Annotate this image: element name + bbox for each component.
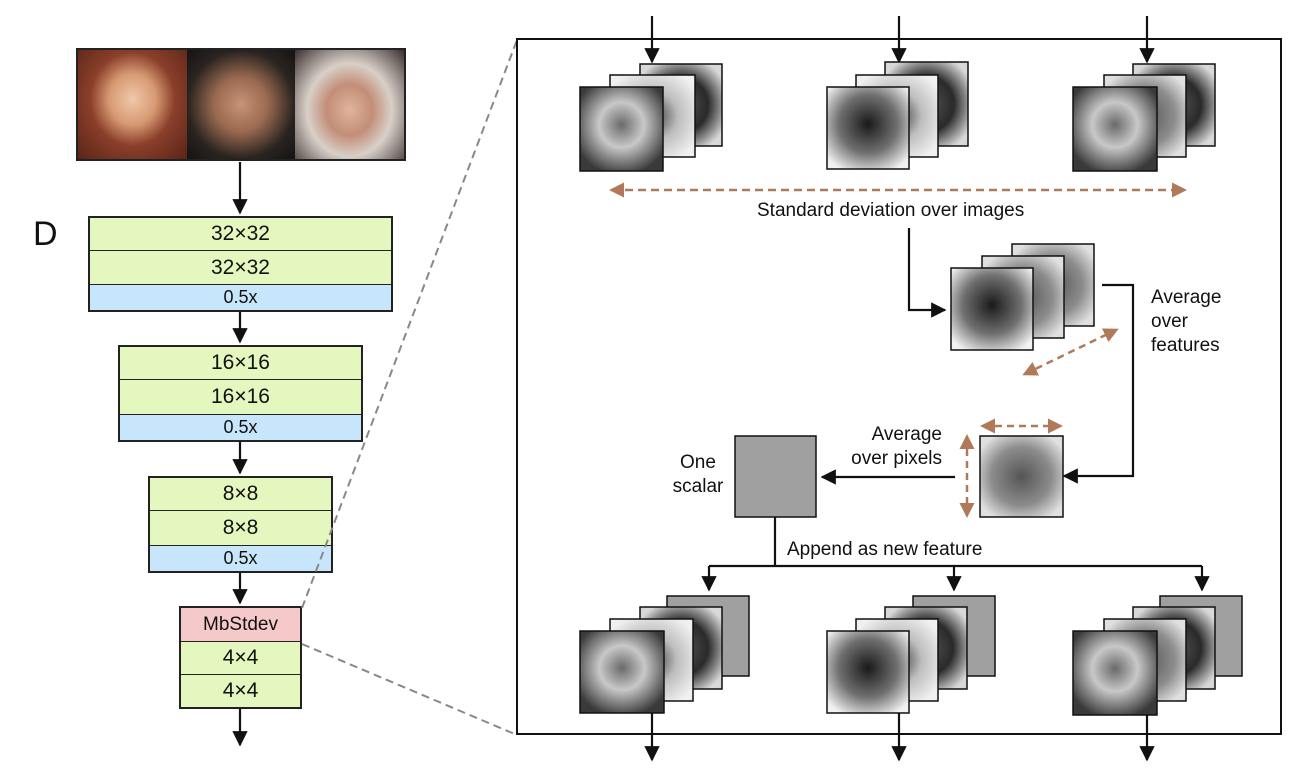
append-feature-label: Append as new feature	[787, 539, 983, 560]
block-32x32: 32×32 32×32 0.5x	[88, 216, 393, 312]
conv-row: 8×8	[150, 511, 331, 546]
downsample-row: 0.5x	[90, 285, 391, 310]
label-line: scalar	[672, 476, 724, 497]
output-stack-2	[826, 595, 996, 714]
avg-over-features-label: Average over features	[1151, 286, 1221, 358]
network-name: D	[33, 215, 58, 253]
label-line: Average	[871, 424, 942, 445]
face-image-1	[78, 50, 187, 159]
conv-row: 32×32	[90, 218, 391, 251]
zoom-connector-lines	[301, 39, 518, 736]
label-line: over pixels	[851, 448, 942, 469]
avg-over-pixels-label: Average over pixels	[850, 423, 942, 471]
mbstdev-row: MbStdev	[181, 608, 300, 642]
conv-row: 4×4	[181, 675, 300, 707]
label-line: features	[1151, 335, 1220, 356]
downsample-row: 0.5x	[120, 415, 361, 440]
avg-feature-map	[979, 435, 1064, 518]
std-feature-stack	[950, 243, 1095, 351]
output-stack-3	[1072, 595, 1243, 716]
feature-stack-1	[579, 63, 723, 172]
avg-features-dashed-arrow	[1022, 328, 1119, 376]
output-stack-1	[579, 595, 750, 714]
conv-row: 4×4	[181, 642, 300, 675]
label-line: One	[680, 452, 716, 473]
input-images	[76, 48, 406, 161]
std-to-maps-arrow	[907, 228, 947, 318]
std-over-images-label: Standard deviation over images	[757, 199, 1025, 223]
input-arrows	[644, 16, 1155, 64]
features-to-avg-arrow	[1062, 283, 1135, 484]
label-line: over	[1151, 311, 1188, 332]
feature-stack-3	[1072, 63, 1216, 172]
label-line: Average	[1151, 287, 1222, 308]
face-image-2	[186, 50, 296, 159]
feature-stack-2	[826, 61, 969, 170]
one-scalar-label: One scalar	[668, 451, 728, 499]
scalar-box	[734, 435, 817, 518]
append-arrows	[701, 517, 1210, 592]
block-16x16: 16×16 16×16 0.5x	[118, 345, 363, 442]
conv-row: 8×8	[150, 478, 331, 511]
output-arrows	[644, 713, 1155, 762]
block-4x4: MbStdev 4×4 4×4	[179, 606, 302, 709]
block-8x8: 8×8 8×8 0.5x	[148, 476, 333, 573]
conv-row: 32×32	[90, 251, 391, 285]
face-image-3	[295, 50, 404, 159]
conv-row: 16×16	[120, 347, 361, 380]
conv-row: 16×16	[120, 380, 361, 415]
downsample-row: 0.5x	[150, 546, 331, 571]
